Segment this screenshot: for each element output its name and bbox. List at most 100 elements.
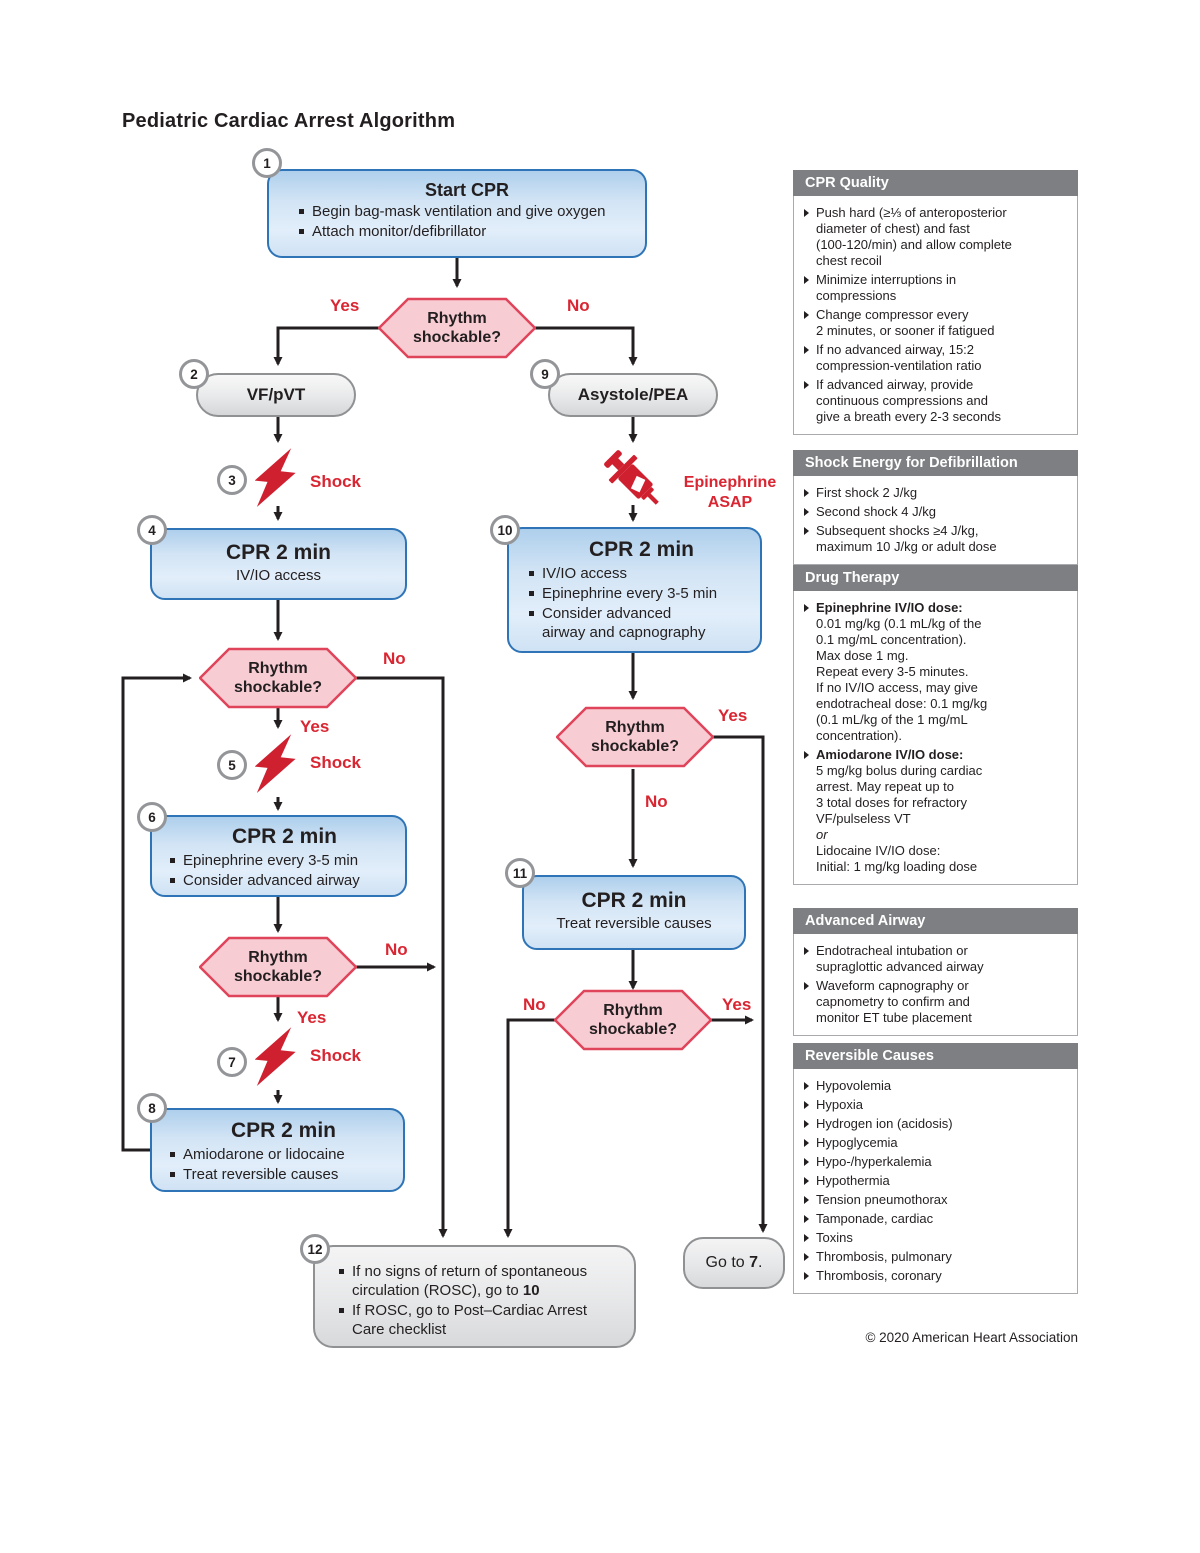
- box-cpr-2min-11: CPR 2 min Treat reversible causes: [522, 875, 746, 950]
- step-number-8: 8: [148, 1100, 156, 1116]
- step-number-1: 1: [263, 155, 271, 171]
- triangle-bullet-icon: [804, 982, 809, 990]
- box-asystole-pea: Asystole/PEA: [548, 373, 718, 417]
- sidebar-section-reversible-causes: Reversible Causes Hypovolemia Hypoxia Hy…: [793, 1043, 1078, 1294]
- sidebar-header-cpr-quality: CPR Quality: [793, 170, 1078, 196]
- reversible-cause-2: Hypoxia: [816, 1097, 863, 1112]
- step-badge-7: 7: [217, 1047, 247, 1077]
- bullet-square: [170, 858, 175, 863]
- box-vf-pvt-label: VF/pVT: [246, 385, 306, 404]
- shock-energy-item-3: Subsequent shocks ≥4 J/kg, maximum 10 J/…: [816, 523, 997, 554]
- box-vf-pvt: VF/pVT: [196, 373, 356, 417]
- drug-therapy-amiodarone-lidocaine: Amiodarone IV/IO dose: 5 mg/kg bolus dur…: [816, 747, 983, 874]
- label-shock-2: Shock: [310, 753, 362, 772]
- sidebar-section-drug-therapy: Drug Therapy Epinephrine IV/IO dose: 0.0…: [793, 565, 1078, 885]
- shock-bolt-icon-3: [255, 448, 296, 507]
- box8-bullet-2: Treat reversible causes: [183, 1166, 339, 1183]
- box-cpr-2min-4: CPR 2 min IV/IO access: [150, 528, 407, 600]
- box11-line: Treat reversible causes: [556, 915, 712, 932]
- bullet-square: [339, 1269, 344, 1274]
- rosc-bullet-2: If ROSC, go to Post–Cardiac Arrest Care …: [352, 1302, 588, 1338]
- sidebar-header-advanced-airway: Advanced Airway: [793, 908, 1078, 934]
- triangle-bullet-icon: [804, 1177, 809, 1185]
- cpr-quality-item-2: Minimize interruptions in compressions: [816, 272, 957, 303]
- label-yes-5: Yes: [722, 995, 752, 1014]
- triangle-bullet-icon: [804, 381, 809, 389]
- triangle-bullet-icon: [804, 604, 809, 612]
- triangle-bullet-icon: [804, 1101, 809, 1109]
- sidebar-header-shock-energy: Shock Energy for Defibrillation: [793, 450, 1078, 476]
- start-cpr-bullet-2: Attach monitor/defibrillator: [312, 223, 487, 240]
- box6-bullet-2: Consider advanced airway: [183, 872, 360, 889]
- label-epinephrine-asap: Epinephrine ASAP: [683, 474, 777, 511]
- start-cpr-bullet-1: Begin bag-mask ventilation and give oxyg…: [312, 203, 606, 220]
- cpr-quality-item-3: Change compressor every 2 minutes, or so…: [816, 307, 995, 338]
- reversible-cause-1: Hypovolemia: [816, 1078, 892, 1093]
- bullet-square: [529, 611, 534, 616]
- step-badge-12: 12: [300, 1234, 330, 1264]
- bullet-square: [299, 209, 304, 214]
- sidebar-header-reversible-causes: Reversible Causes: [793, 1043, 1078, 1069]
- box-cpr-2min-6: CPR 2 min Epinephrine every 3-5 min Cons…: [150, 815, 407, 897]
- box-start-cpr: Start CPR Begin bag-mask ventilation and…: [267, 169, 647, 258]
- step-badge-2: 2: [179, 359, 209, 389]
- reversible-cause-9: Toxins: [816, 1230, 853, 1245]
- bullet-square: [170, 878, 175, 883]
- box-goto-7: Go to 7.: [683, 1237, 785, 1289]
- box4-title: CPR 2 min: [225, 541, 332, 564]
- sidebar-section-shock-energy: Shock Energy for Defibrillation First sh…: [793, 450, 1078, 565]
- reversible-cause-4: Hypoglycemia: [816, 1135, 898, 1150]
- box6-bullet-1: Epinephrine every 3-5 min: [183, 852, 359, 869]
- label-no-1: No: [567, 296, 590, 315]
- step-number-10: 10: [497, 522, 513, 538]
- triangle-bullet-icon: [804, 1215, 809, 1223]
- bullet-square: [170, 1172, 175, 1177]
- label-yes-4: Yes: [718, 706, 748, 725]
- label-shock-3: Shock: [310, 1046, 362, 1065]
- step-number-11: 11: [512, 865, 528, 881]
- step-number-2: 2: [190, 366, 198, 382]
- step-number-7: 7: [228, 1054, 236, 1070]
- bullet-square: [339, 1308, 344, 1313]
- step-badge-6: 6: [137, 802, 167, 832]
- step-number-6: 6: [148, 809, 156, 825]
- step-number-3: 3: [228, 472, 236, 488]
- label-yes-2: Yes: [300, 717, 330, 736]
- triangle-bullet-icon: [804, 1272, 809, 1280]
- shock-energy-item-2: Second shock 4 J/kg: [816, 504, 936, 519]
- triangle-bullet-icon: [804, 527, 809, 535]
- step-badge-10: 10: [490, 515, 520, 545]
- step-number-5: 5: [228, 757, 236, 773]
- step-badge-5: 5: [217, 750, 247, 780]
- triangle-bullet-icon: [804, 489, 809, 497]
- reversible-cause-3: Hydrogen ion (acidosis): [816, 1116, 953, 1131]
- label-no-2: No: [383, 649, 406, 668]
- goto-7-label: Go to 7.: [705, 1254, 763, 1271]
- box-cpr-2min-8: CPR 2 min Amiodarone or lidocaine Treat …: [150, 1108, 405, 1192]
- sidebar-header-drug-therapy: Drug Therapy: [793, 565, 1078, 591]
- reversible-cause-5: Hypo-/hyperkalemia: [816, 1154, 932, 1169]
- rosc-bullet-1: If no signs of return of spontaneous cir…: [352, 1263, 588, 1299]
- label-yes-3: Yes: [297, 1008, 327, 1027]
- triangle-bullet-icon: [804, 947, 809, 955]
- sidebar-section-cpr-quality: CPR Quality Push hard (≥⅓ of anteroposte…: [793, 170, 1078, 435]
- reversible-cause-7: Tension pneumothorax: [816, 1192, 948, 1207]
- label-no-4: No: [645, 792, 668, 811]
- step-badge-1: 1: [252, 148, 282, 178]
- advanced-airway-item-1: Endotracheal intubation or supraglottic …: [816, 943, 984, 974]
- label-no-5: No: [523, 995, 546, 1014]
- triangle-bullet-icon: [804, 1082, 809, 1090]
- triangle-bullet-icon: [804, 1253, 809, 1261]
- label-yes-1: Yes: [330, 296, 360, 315]
- step-badge-9: 9: [530, 359, 560, 389]
- step-badge-3: 3: [217, 465, 247, 495]
- shock-energy-item-1: First shock 2 J/kg: [816, 485, 918, 500]
- box10-bullet-1: IV/IO access: [542, 565, 628, 582]
- triangle-bullet-icon: [804, 1120, 809, 1128]
- box-cpr-2min-10: CPR 2 min IV/IO access Epinephrine every…: [507, 527, 762, 653]
- reversible-cause-8: Tamponade, cardiac: [816, 1211, 934, 1226]
- step-badge-8: 8: [137, 1093, 167, 1123]
